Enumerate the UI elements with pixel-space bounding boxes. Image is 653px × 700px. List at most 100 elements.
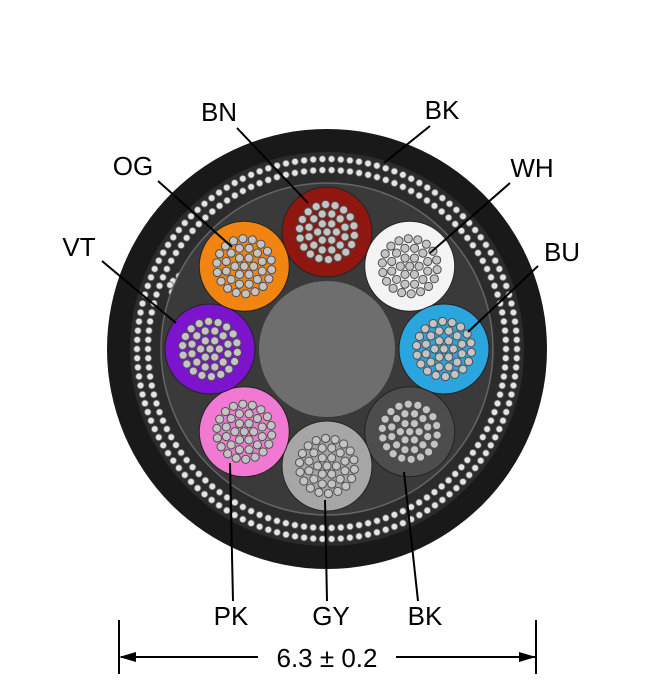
shield-dot	[215, 488, 224, 496]
strand	[229, 356, 240, 367]
strand	[228, 236, 239, 246]
strand	[264, 439, 274, 449]
strand	[234, 418, 245, 429]
shield-dot	[471, 464, 479, 472]
shield-dot	[438, 496, 447, 504]
strand	[228, 329, 238, 339]
strand	[216, 276, 226, 286]
strand	[341, 247, 351, 257]
strand	[423, 431, 433, 442]
shield-dot	[346, 156, 354, 165]
strand	[210, 352, 220, 362]
shield-dot	[273, 173, 281, 181]
strand	[421, 405, 431, 415]
strand	[234, 409, 245, 419]
strand	[249, 427, 259, 437]
strand	[345, 446, 355, 456]
strand	[216, 369, 226, 380]
shield-dot	[150, 390, 158, 399]
leader-line-vt	[101, 260, 177, 324]
strand	[323, 488, 334, 499]
shield-dot	[135, 372, 143, 381]
shield-dot	[187, 478, 195, 486]
shield-dot	[155, 408, 164, 416]
shield-dot	[223, 493, 231, 502]
strand	[244, 243, 254, 253]
shield-dot	[444, 476, 453, 485]
strand	[303, 441, 313, 451]
strand	[220, 406, 231, 417]
strand	[320, 199, 331, 210]
strand	[192, 331, 202, 341]
strand	[439, 344, 449, 354]
strand	[378, 433, 388, 443]
shield-dot	[318, 155, 327, 163]
shield-dot	[134, 363, 142, 372]
strand	[405, 427, 415, 437]
shield-dot	[491, 257, 499, 265]
strand	[327, 443, 337, 453]
shield-dot	[150, 265, 159, 273]
shield-dot	[207, 496, 216, 504]
shield-dot	[373, 517, 381, 525]
strand	[418, 248, 428, 258]
shield-dot	[463, 456, 472, 464]
strand	[414, 331, 425, 342]
shield-dot	[163, 265, 171, 273]
strand	[322, 461, 332, 471]
shield-dot	[487, 441, 495, 450]
leader-line-gy	[324, 499, 328, 602]
shield-dot	[500, 317, 508, 326]
shield-dot	[136, 308, 145, 317]
shield-dot	[423, 506, 431, 515]
strand	[400, 269, 410, 280]
shield-dot	[215, 188, 223, 197]
strand	[346, 239, 357, 250]
strand	[341, 481, 351, 491]
shield-dot	[300, 533, 308, 542]
shield-dot	[483, 425, 491, 433]
strand	[313, 461, 323, 471]
shield-dot	[512, 363, 520, 372]
strand	[432, 430, 442, 440]
shield-dot	[502, 336, 510, 344]
strand	[450, 369, 460, 380]
strand	[327, 235, 337, 245]
shield-dot	[169, 233, 177, 242]
strand	[409, 279, 420, 289]
shield-dot	[507, 299, 516, 308]
shield-dot	[437, 207, 446, 216]
leader-line-pk	[229, 462, 234, 602]
strand	[266, 420, 276, 431]
shield-dot	[134, 326, 142, 335]
strand	[241, 454, 251, 464]
strand	[400, 279, 410, 289]
strand	[222, 322, 232, 332]
strand	[266, 255, 276, 265]
shield-dot	[479, 433, 487, 441]
strand	[412, 341, 422, 351]
strand	[317, 443, 327, 453]
strand	[223, 449, 233, 459]
strand	[457, 349, 467, 359]
strand	[252, 248, 263, 258]
shield-dot	[493, 399, 502, 408]
shield-dot	[133, 345, 141, 353]
shield-dot	[399, 519, 407, 527]
leader-lines	[101, 125, 539, 602]
strand	[210, 336, 220, 346]
strand	[186, 324, 196, 334]
strand	[327, 209, 337, 219]
strand	[234, 269, 245, 280]
shield-dot	[159, 273, 167, 282]
shield-dot	[146, 372, 154, 381]
shield-dot	[407, 187, 415, 195]
strand	[244, 253, 254, 263]
strand	[226, 413, 236, 424]
strand	[400, 435, 410, 445]
strand	[309, 474, 319, 484]
shield-dot	[144, 354, 152, 362]
shield-dot	[177, 449, 185, 457]
strand	[381, 442, 392, 452]
shield-dot	[364, 171, 372, 179]
